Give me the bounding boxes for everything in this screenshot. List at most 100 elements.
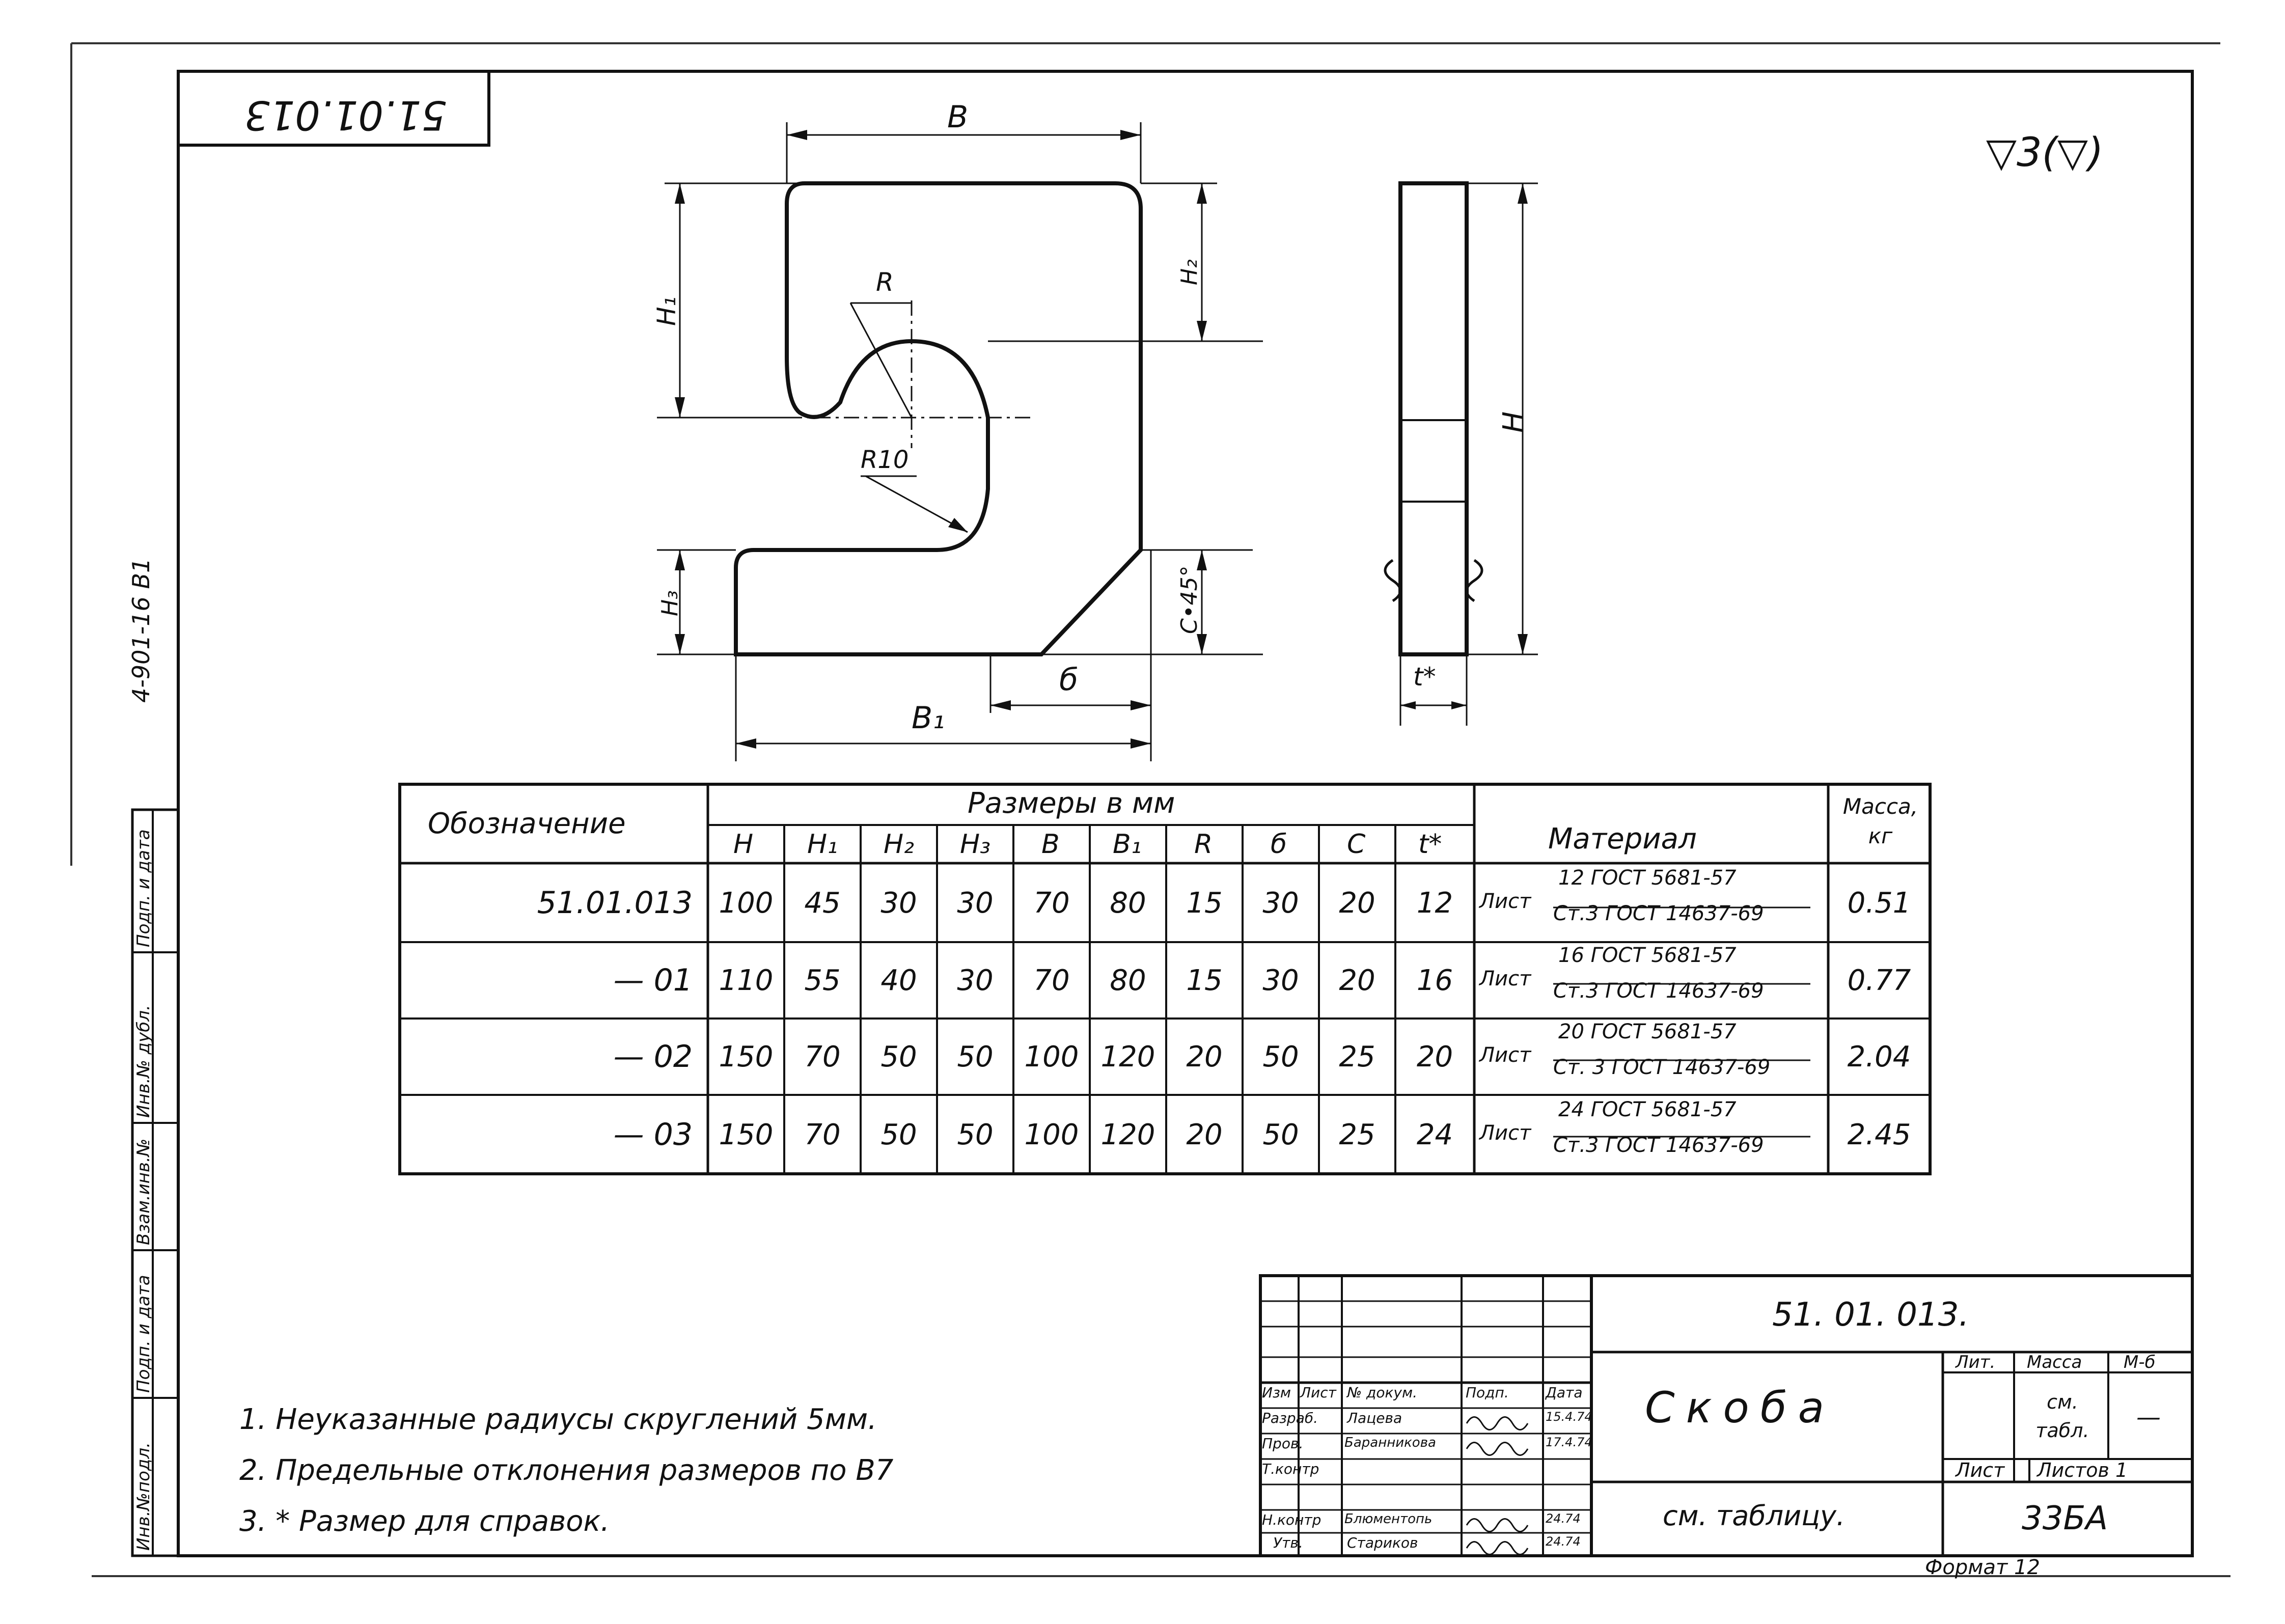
col-designation-header: Обозначение (428, 807, 626, 840)
row-material-bottom: Ст.3 ГОСТ 14637-69 (1553, 901, 1764, 925)
title-masshtab-label: М-б (2124, 1352, 2156, 1372)
dim-label-t: t* (1413, 662, 1436, 692)
row-mass: 0.51 (1847, 886, 1911, 920)
dim-col-header: В₁ (1113, 829, 1142, 860)
row-dim-value: 70 (1033, 964, 1070, 997)
col-mass-header: Масса, кг (1842, 794, 1918, 848)
title-masshtab-value: — (2136, 1403, 2161, 1432)
tb-razrab: Разраб. (1262, 1410, 1318, 1426)
dim-col-header: H₁ (807, 829, 838, 860)
row-dim-value: 45 (804, 886, 841, 920)
row-dim-value: 50 (1262, 1118, 1299, 1151)
tb-nkontr-date: 24.74 (1546, 1511, 1581, 1526)
tb-razrab-date: 15.4.74 (1546, 1410, 1592, 1424)
dim-col-header: R (1194, 829, 1213, 860)
row-dim-value: 25 (1339, 1040, 1375, 1074)
row-material-prefix: Лист (1479, 1043, 1531, 1067)
row-designation: — 02 (613, 1039, 693, 1075)
tb-izm: Изм (1262, 1384, 1291, 1401)
row-material-prefix: Лист (1479, 967, 1531, 990)
row-mass: 2.04 (1847, 1040, 1911, 1074)
row-dim-value: 110 (719, 964, 774, 997)
row-dim-value: 30 (1262, 964, 1299, 997)
tb-nkontr: Н.контр (1262, 1511, 1322, 1528)
dim-label-B: В (947, 99, 969, 135)
tb-data: Дата (1546, 1384, 1583, 1401)
row-designation: — 01 (613, 962, 693, 998)
row-dim-value: 70 (804, 1118, 841, 1151)
note-2: 2. Предельные отклонения размеров по В7 (239, 1454, 894, 1487)
title-lit-label: Лит. (1956, 1352, 1996, 1372)
row-dim-value: 40 (880, 964, 917, 997)
row-dim-value: 20 (1186, 1040, 1223, 1074)
row-material-bottom: Ст. 3 ГОСТ 14637-69 (1553, 1056, 1771, 1079)
row-dim-value: 50 (957, 1040, 994, 1074)
title-massa-value: см. табл. (2035, 1391, 2089, 1442)
row-dim-value: 70 (804, 1040, 841, 1074)
row-designation: 51.01.013 (537, 885, 693, 921)
row-material-top: 12 ГОСТ 5681-57 (1558, 866, 1737, 890)
tb-utv-name: Стариков (1347, 1534, 1418, 1551)
tb-utv-date: 24.74 (1546, 1534, 1581, 1549)
row-dim-value: 30 (880, 886, 917, 920)
row-dim-value: 20 (1339, 886, 1375, 920)
dim-label-B1: В₁ (912, 700, 945, 736)
tb-ndoc: № докум. (1347, 1384, 1418, 1401)
row-material-prefix: Лист (1479, 889, 1531, 913)
row-material-prefix: Лист (1479, 1121, 1531, 1145)
title-list-label: Лист (1956, 1459, 2005, 1481)
dims-header: Размеры в мм (968, 787, 1175, 820)
row-dim-value: 30 (957, 964, 994, 997)
row-dim-value: 120 (1100, 1118, 1155, 1151)
tb-podp: Подп. (1466, 1384, 1509, 1401)
row-dim-value: 150 (719, 1040, 774, 1074)
tb-prov: Пров. (1262, 1435, 1304, 1452)
row-dim-value: 50 (957, 1118, 994, 1151)
dim-col-header: H₂ (884, 829, 914, 860)
row-dim-value: 30 (957, 886, 994, 920)
row-dim-value: 55 (804, 964, 841, 997)
title-material-ref: см. таблицу. (1663, 1500, 1846, 1532)
row-dim-value: 100 (1024, 1040, 1079, 1074)
row-dim-value: 80 (1110, 886, 1146, 920)
dim-label-R10: R10 (861, 446, 909, 474)
title-format: Формат 12 (1925, 1556, 2040, 1579)
tb-prov-date: 17.4.74 (1546, 1435, 1592, 1449)
row-dim-value: 12 (1416, 886, 1453, 920)
row-material-top: 24 ГОСТ 5681-57 (1558, 1097, 1737, 1121)
row-dim-value: 120 (1100, 1040, 1155, 1074)
dim-label-b: б (1059, 662, 1079, 698)
row-dim-value: 30 (1262, 886, 1299, 920)
row-dim-value: 20 (1339, 964, 1375, 997)
tb-tkontr: Т.контр (1262, 1461, 1319, 1477)
row-material-top: 16 ГОСТ 5681-57 (1558, 944, 1737, 967)
row-dim-value: 50 (880, 1118, 917, 1151)
title-listov-label: Листов 1 (2037, 1459, 2128, 1481)
tb-nkontr-name: Блюментопь (1344, 1511, 1433, 1527)
dim-col-header: б (1271, 829, 1287, 860)
tb-utv: Утв. (1273, 1534, 1303, 1551)
row-dim-value: 24 (1416, 1118, 1453, 1151)
dim-col-header: H₃ (960, 829, 990, 860)
row-mass: 0.77 (1847, 964, 1911, 997)
row-material-top: 20 ГОСТ 5681-57 (1558, 1020, 1737, 1043)
row-dim-value: 15 (1186, 886, 1223, 920)
tb-razrab-name: Лацева (1347, 1410, 1402, 1426)
tb-prov-name: Баранникова (1344, 1435, 1436, 1450)
row-material-bottom: Ст.3 ГОСТ 14637-69 (1553, 979, 1764, 1003)
row-dim-value: 20 (1416, 1040, 1453, 1074)
title-massa-label: Масса (2027, 1352, 2082, 1372)
note-3: 3. * Размер для справок. (239, 1505, 610, 1538)
col-material-header: Материал (1548, 822, 1697, 856)
dim-label-R: R (876, 267, 894, 297)
row-dim-value: 70 (1033, 886, 1070, 920)
row-dim-value: 100 (719, 886, 774, 920)
row-dim-value: 20 (1186, 1118, 1223, 1151)
note-1: 1. Неуказанные радиусы скруглений 5мм. (239, 1403, 877, 1436)
